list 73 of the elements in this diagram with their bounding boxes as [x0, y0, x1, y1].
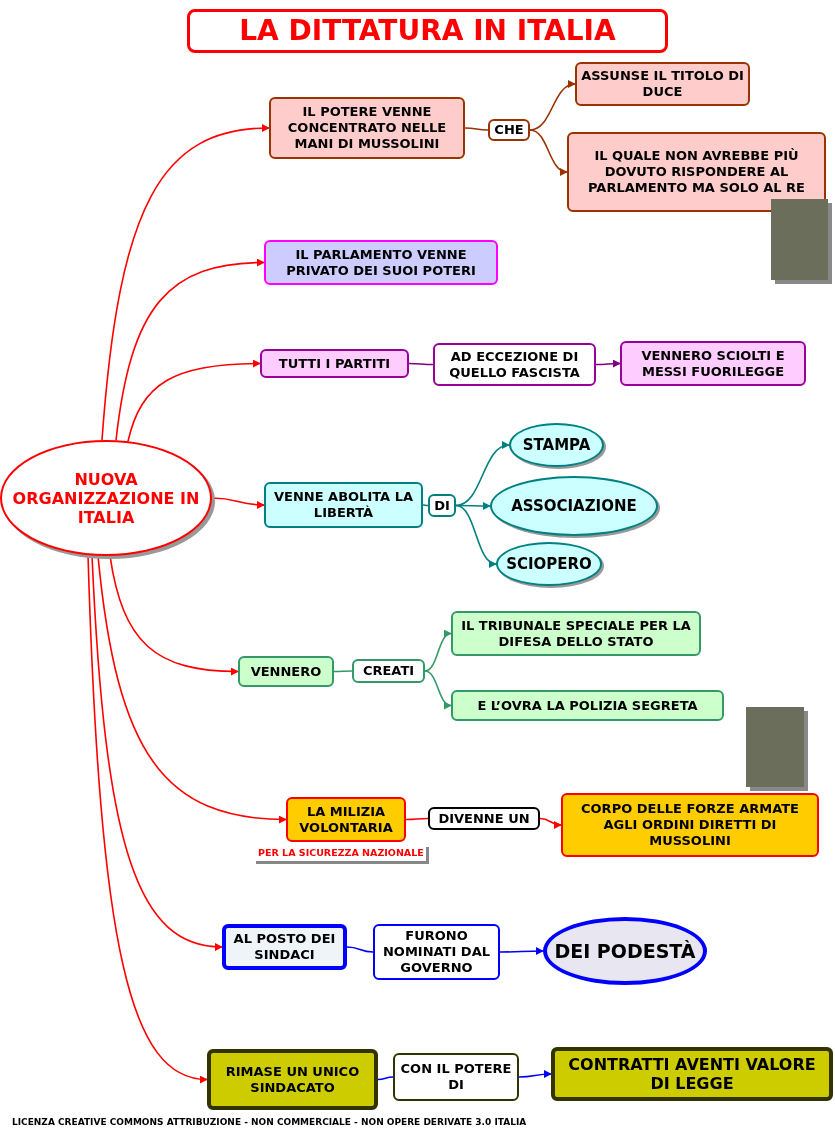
arrow	[518, 1070, 552, 1079]
concept-box	[488, 119, 530, 141]
node-text: CHE	[494, 122, 524, 138]
license-note: LICENZA CREATIVE COMMONS ATTRIBUZIONE - NON COMMERCIALE - NON OPERE DERIVATE 3.0 ITALIA	[12, 1116, 527, 1129]
node-text: LA MILIZIA VOLONTARIA	[298, 803, 394, 836]
node-text: STAMPA	[522, 437, 591, 453]
node-text: RIMASE UN UNICO SINDACATO	[224, 1063, 361, 1096]
node-text: TUTTI I PARTITI	[278, 355, 391, 372]
arrow	[424, 631, 452, 672]
node-text: ASSOCIAZIONE	[511, 498, 637, 514]
connector-line	[333, 670, 353, 673]
connector-line	[346, 946, 374, 953]
concept-box	[222, 924, 347, 970]
node-text: CONTRATTI AVENTI VALORE DI LEGGE	[567, 1055, 817, 1093]
concept-box	[451, 690, 724, 721]
node-text: CON IL POTERE DI	[399, 1061, 513, 1093]
concept-box	[269, 97, 465, 159]
arrow	[539, 817, 562, 829]
concept-box	[238, 656, 334, 687]
concept-box	[264, 240, 498, 285]
connector-line	[464, 127, 489, 131]
node-text: ASSUNSE IL TITOLO DI DUCE	[581, 68, 744, 100]
node-text: DI	[434, 497, 450, 514]
node-text: DIVENNE UN	[438, 810, 530, 827]
concept-box	[561, 793, 819, 857]
concept-box	[393, 1053, 519, 1101]
connector-line	[377, 1076, 394, 1081]
node-text: FURONO NOMINATI DAL GOVERNO	[382, 928, 491, 976]
connector-line	[422, 504, 429, 507]
arrow	[424, 670, 452, 708]
node-text: IL POTERE VENNE CONCENTRATO NELLE MANI DI MUSSOLINI	[286, 104, 448, 152]
arrow	[529, 129, 568, 175]
connector-line	[408, 362, 434, 366]
arrow	[595, 359, 621, 368]
concept-box	[567, 132, 826, 212]
node-text: CREATI	[362, 663, 415, 679]
connector-line	[405, 817, 429, 821]
concept-box	[620, 341, 806, 386]
arrow	[127, 359, 261, 443]
note-label: PER LA SICUREZZA NAZIONALE	[256, 847, 429, 864]
concept-box	[428, 807, 540, 830]
concept-box	[264, 482, 423, 528]
arrow	[455, 504, 497, 567]
node-text: SCIOPERO	[506, 556, 592, 572]
node-text: VENNERO	[250, 663, 322, 680]
node-text: VENNERO SCIOLTI E MESSI FUORILEGGE	[640, 347, 786, 380]
ellipse-node	[496, 542, 602, 586]
arrow	[499, 947, 544, 956]
arrow	[529, 81, 576, 131]
concept-box	[575, 62, 750, 106]
concept-box	[451, 611, 701, 656]
node-text: E L’OVRA LA POLIZIA SEGRETA	[477, 697, 698, 714]
arrow	[115, 258, 265, 442]
node-text: IL QUALE NON AVREBBE PIÙ DOVUTO RISPONDERE AL PARLAMENTO MA SOLO AL RE	[587, 148, 806, 196]
title-box: LA DITTATURA IN ITALIA	[187, 9, 668, 53]
concept-box	[207, 1049, 378, 1110]
concept-box	[428, 494, 456, 517]
node-text: AL POSTO DEI SINDACI	[232, 931, 337, 963]
arrow	[101, 124, 270, 441]
node-text: VENNE ABOLITA LA LIBERTÀ	[272, 489, 414, 521]
concept-box	[551, 1047, 833, 1101]
concept-box	[286, 797, 406, 842]
node-text: AD ECCEZIONE DI QUELLO FASCISTA	[448, 348, 581, 381]
arrow	[455, 442, 510, 507]
node-text: NUOVA ORGANIZZAZIONE IN ITALIA	[11, 469, 201, 527]
node-text: CORPO DELLE FORZE ARMATE AGLI ORDINI DIRETTI DI MUSSOLINI	[580, 801, 800, 849]
concept-box	[260, 349, 409, 378]
concept-box	[352, 659, 425, 683]
node-text: IL PARLAMENTO VENNE PRIVATO DEI SUOI POTERI	[285, 246, 477, 279]
concept-box	[433, 343, 596, 386]
node-text: IL TRIBUNALE SPECIALE PER LA DIFESA DELLO STATO	[460, 617, 692, 650]
concept-box	[373, 924, 500, 980]
ellipse-node	[509, 423, 604, 467]
